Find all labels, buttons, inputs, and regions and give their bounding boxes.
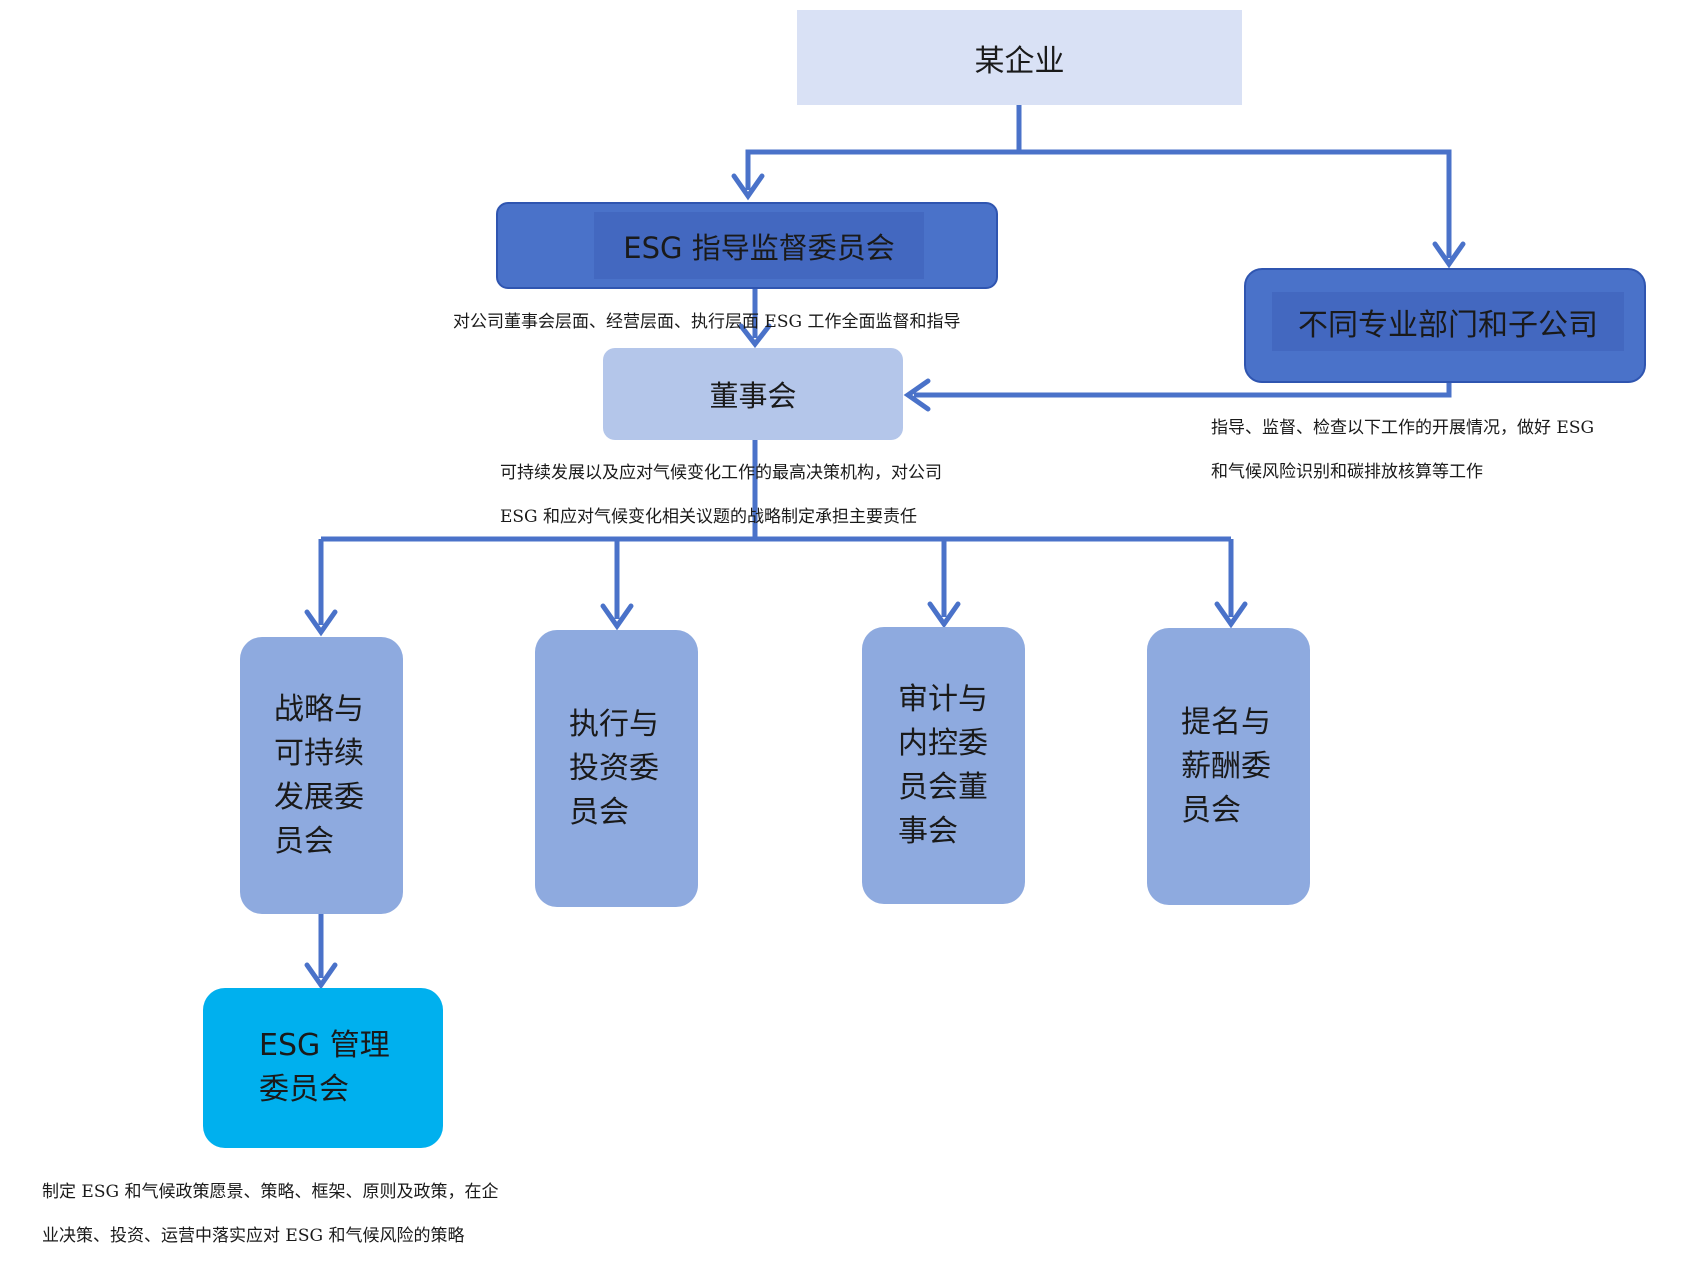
departments-node: 不同专业部门和子公司 [1244, 268, 1646, 383]
audit-committee-node: 审计与 内控委 员会董 事会 [862, 627, 1025, 904]
esg-management-committee-label: ESG 管理 委员会 [259, 1028, 390, 1107]
departments-label: 不同专业部门和子公司 [1298, 307, 1598, 343]
audit-committee-label: 审计与 内控委 员会董 事会 [898, 681, 988, 849]
arrowhead-esg-mgmt [304, 962, 338, 990]
strategy-committee-node: 战略与 可持续 发展委 员会 [240, 637, 403, 914]
esg-management-committee-node: ESG 管理 委员会 [203, 988, 443, 1148]
board-note: 可持续发展以及应对气候变化工作的最高决策机构，对公司 ESG 和应对气候变化相关… [500, 463, 942, 527]
esg-steering-committee-label: ESG 指导监督委员会 [623, 230, 895, 265]
company-node: 某企业 [797, 10, 1242, 105]
esg-steering-committee-node: ESG 指导监督委员会 [496, 202, 998, 289]
esg-steering-note: 对公司董事会层面、经营层面、执行层面 ESG 工作全面监督和指导 [453, 312, 961, 332]
arrowhead-nomination [1214, 601, 1248, 629]
esg-management-note: 制定 ESG 和气候政策愿景、策略、框架、原则及政策，在企 业决策、投资、运营中… [42, 1182, 499, 1246]
execution-committee-node: 执行与 投资委 员会 [535, 630, 698, 907]
company-label: 某企业 [974, 43, 1065, 79]
arrowhead-board-from-depts [903, 378, 931, 412]
arrowhead-audit [927, 601, 961, 629]
board-label: 董事会 [709, 379, 797, 413]
connector-company-split [745, 105, 1022, 190]
esg-steering-committee-inner: ESG 指导监督委员会 [594, 212, 924, 279]
strategy-committee-label: 战略与 可持续 发展委 员会 [274, 691, 364, 859]
departments-note: 指导、监督、检查以下工作的开展情况，做好 ESG 和气候风险识别和碳排放核算等工… [1211, 418, 1595, 482]
arrowhead-steering [731, 173, 765, 201]
connector-company-right [1019, 149, 1452, 258]
arrowhead-strategy [304, 609, 338, 637]
arrowhead-board-from-steering [738, 323, 772, 349]
board-node: 董事会 [603, 348, 903, 440]
connector-depts-board [914, 383, 1452, 398]
execution-committee-label: 执行与 投资委 员会 [569, 706, 659, 830]
arrowhead-departments [1432, 241, 1466, 269]
arrowhead-exec [600, 603, 634, 631]
nomination-committee-node: 提名与 薪酬委 员会 [1147, 628, 1310, 905]
nomination-committee-label: 提名与 薪酬委 员会 [1181, 704, 1271, 828]
departments-inner: 不同专业部门和子公司 [1272, 292, 1624, 351]
